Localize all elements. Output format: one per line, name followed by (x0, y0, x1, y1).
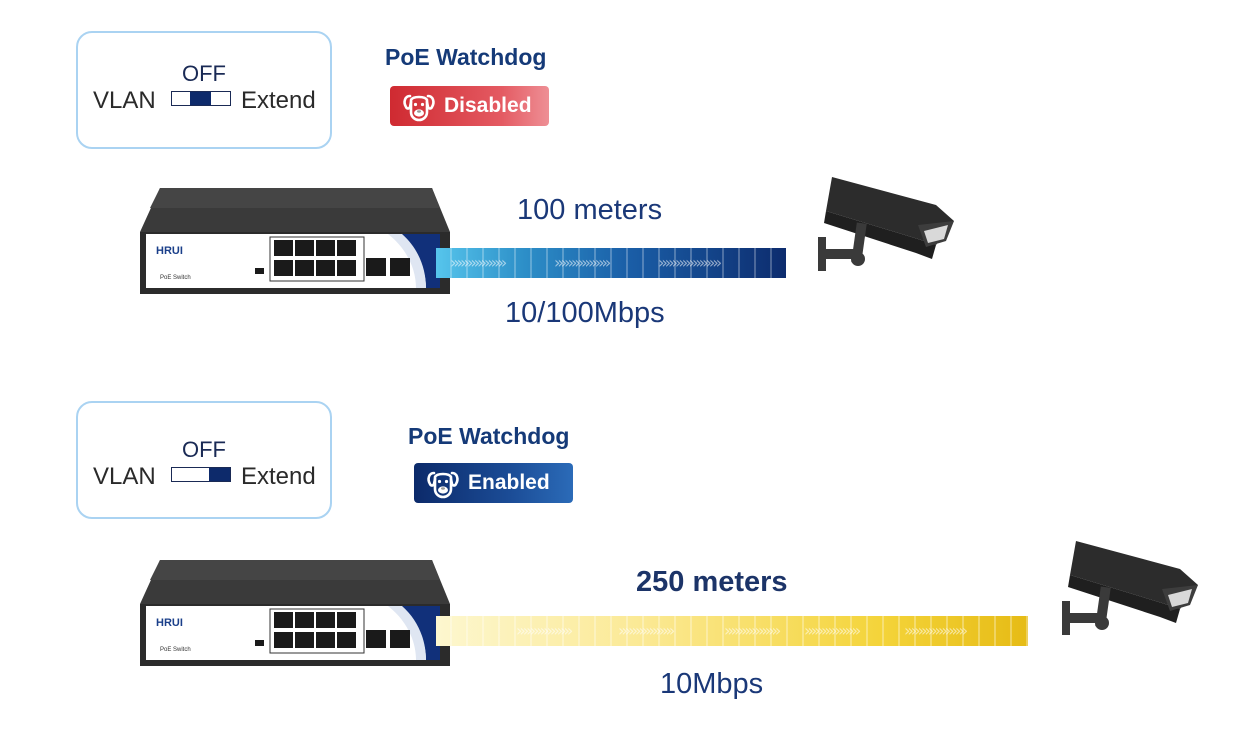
dip-switch[interactable] (171, 467, 231, 482)
switch-right-label: Extend (241, 87, 316, 114)
switch-state-label: OFF (182, 437, 226, 462)
distance-label: 250 meters (636, 566, 788, 598)
rate-label: 10Mbps (660, 668, 764, 700)
ethernet-cable: »»»»»»»» »»»»»»»» »»»»»»»» »»»»»»»» »»»»… (436, 616, 1028, 646)
security-camera-icon (1062, 541, 1198, 635)
device-model: PoE Switch (160, 275, 191, 281)
poe-switch-device: HRUI PoE Switch (140, 188, 450, 295)
device-brand: HRUI (156, 245, 183, 257)
watchdog-status-label: Disabled (444, 94, 532, 117)
mode-switch-panel: OFF VLAN Extend (76, 401, 332, 519)
watchdog-icon (403, 94, 435, 122)
scenario-disabled: OFF VLAN Extend PoE Watchdog Disabled HR… (0, 0, 1238, 360)
switch-left-label: VLAN (93, 87, 156, 114)
switch-left-label: VLAN (93, 463, 156, 490)
poe-switch-device: HRUI PoE Switch (140, 560, 450, 667)
watchdog-status-badge: Enabled (414, 463, 573, 503)
watchdog-title: PoE Watchdog (408, 423, 570, 449)
rate-label: 10/100Mbps (505, 297, 665, 329)
distance-label: 100 meters (517, 194, 663, 226)
watchdog-title: PoE Watchdog (385, 44, 547, 70)
ethernet-cable: »»»»»»»» »»»»»»»» »»»»»»»»» (436, 248, 786, 278)
watchdog-status-badge: Disabled (390, 86, 549, 126)
device-model: PoE Switch (160, 647, 191, 653)
dip-switch-knob[interactable] (190, 92, 211, 105)
scenario-enabled: OFF VLAN Extend PoE Watchdog Enabled HRU… (0, 370, 1238, 730)
watchdog-icon (427, 471, 459, 499)
switch-state-label: OFF (182, 61, 226, 86)
security-camera-icon (818, 177, 954, 271)
watchdog-status-label: Enabled (468, 471, 550, 494)
switch-right-label: Extend (241, 463, 316, 490)
mode-switch-panel: OFF VLAN Extend (76, 31, 332, 149)
device-brand: HRUI (156, 617, 183, 629)
dip-switch-knob[interactable] (209, 468, 230, 481)
dip-switch[interactable] (171, 91, 231, 106)
